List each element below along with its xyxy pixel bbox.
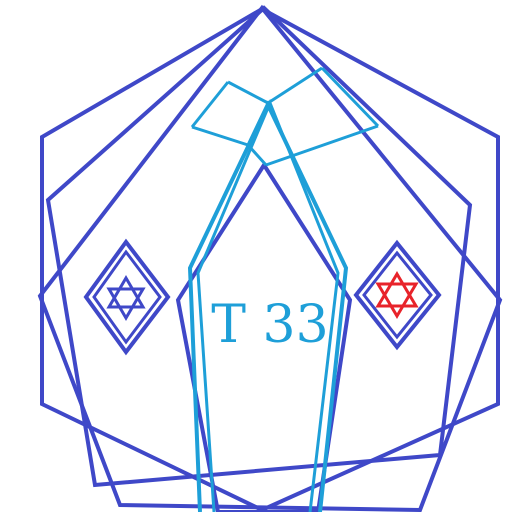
- left-diamond-inner: [92, 249, 162, 345]
- left-diamond: [83, 238, 171, 356]
- outer-hexagon: [40, 6, 500, 512]
- right-diamond-inner: [362, 250, 433, 340]
- right-star-icon: [375, 271, 419, 319]
- center-label: T 33: [211, 295, 328, 355]
- tilted-pentagon-right: [37, 4, 503, 512]
- left-star-icon: [106, 275, 146, 321]
- right-diamond: [353, 239, 442, 351]
- top-network-lines: [190, 66, 380, 167]
- tilted-pentagon-left: [45, 5, 473, 488]
